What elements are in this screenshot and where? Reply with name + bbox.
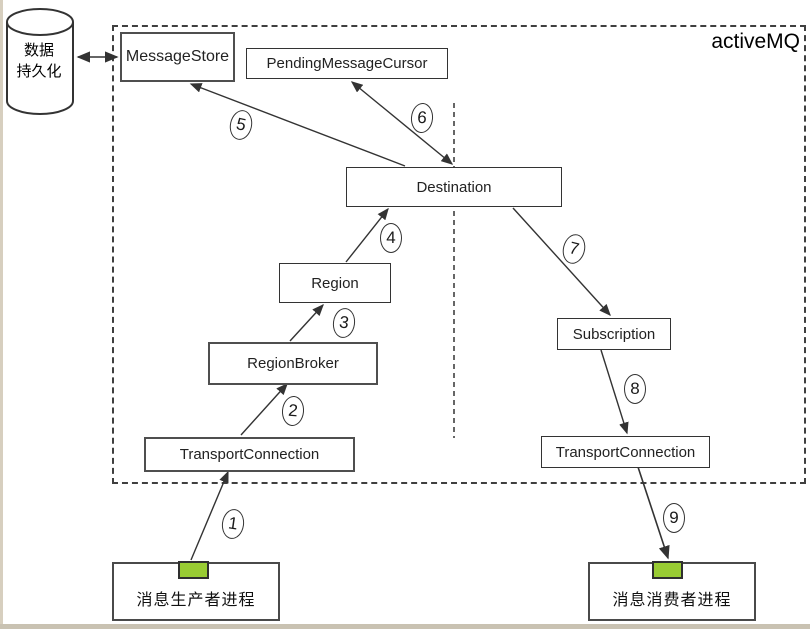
arrow-step-4: [345, 207, 389, 263]
database-label-line2: 持久化: [16, 63, 62, 80]
step-badge-9: 9: [663, 503, 685, 533]
node-transport-connection-consumer: TransportConnection: [541, 436, 710, 468]
node-pending-message-cursor: PendingMessageCursor: [246, 48, 448, 79]
producer-connector: [178, 561, 209, 579]
activemq-boundary-frame: [112, 25, 806, 484]
node-destination: Destination: [346, 167, 562, 207]
arrow-step-3: [289, 303, 324, 342]
database-cylinder: [6, 8, 74, 115]
activemq-title: activeMQ: [711, 30, 800, 53]
node-region-broker: RegionBroker: [208, 342, 378, 385]
node-subscription: Subscription: [557, 318, 671, 350]
node-message-store: MessageStore: [120, 32, 235, 82]
arrow-step-5: [189, 83, 406, 167]
arrow-step-8: [600, 349, 629, 435]
page-edge-bottom: [0, 624, 810, 629]
arrow-step-2: [240, 382, 288, 436]
arrow-step-7: [512, 207, 611, 317]
step-badge-4: 4: [380, 223, 402, 253]
node-transport-connection-producer: TransportConnection: [144, 437, 355, 472]
consumer-connector: [652, 561, 683, 579]
step-badge-8: 8: [624, 374, 646, 404]
page-edge-left: [0, 0, 3, 629]
database-label: 数据 持久化: [4, 40, 74, 82]
arrow-step-6: [350, 81, 454, 165]
arrow-step-1: [190, 470, 229, 561]
node-region: Region: [279, 263, 391, 303]
database-label-line1: 数据: [23, 42, 54, 59]
arrow-step-9: [637, 466, 670, 560]
